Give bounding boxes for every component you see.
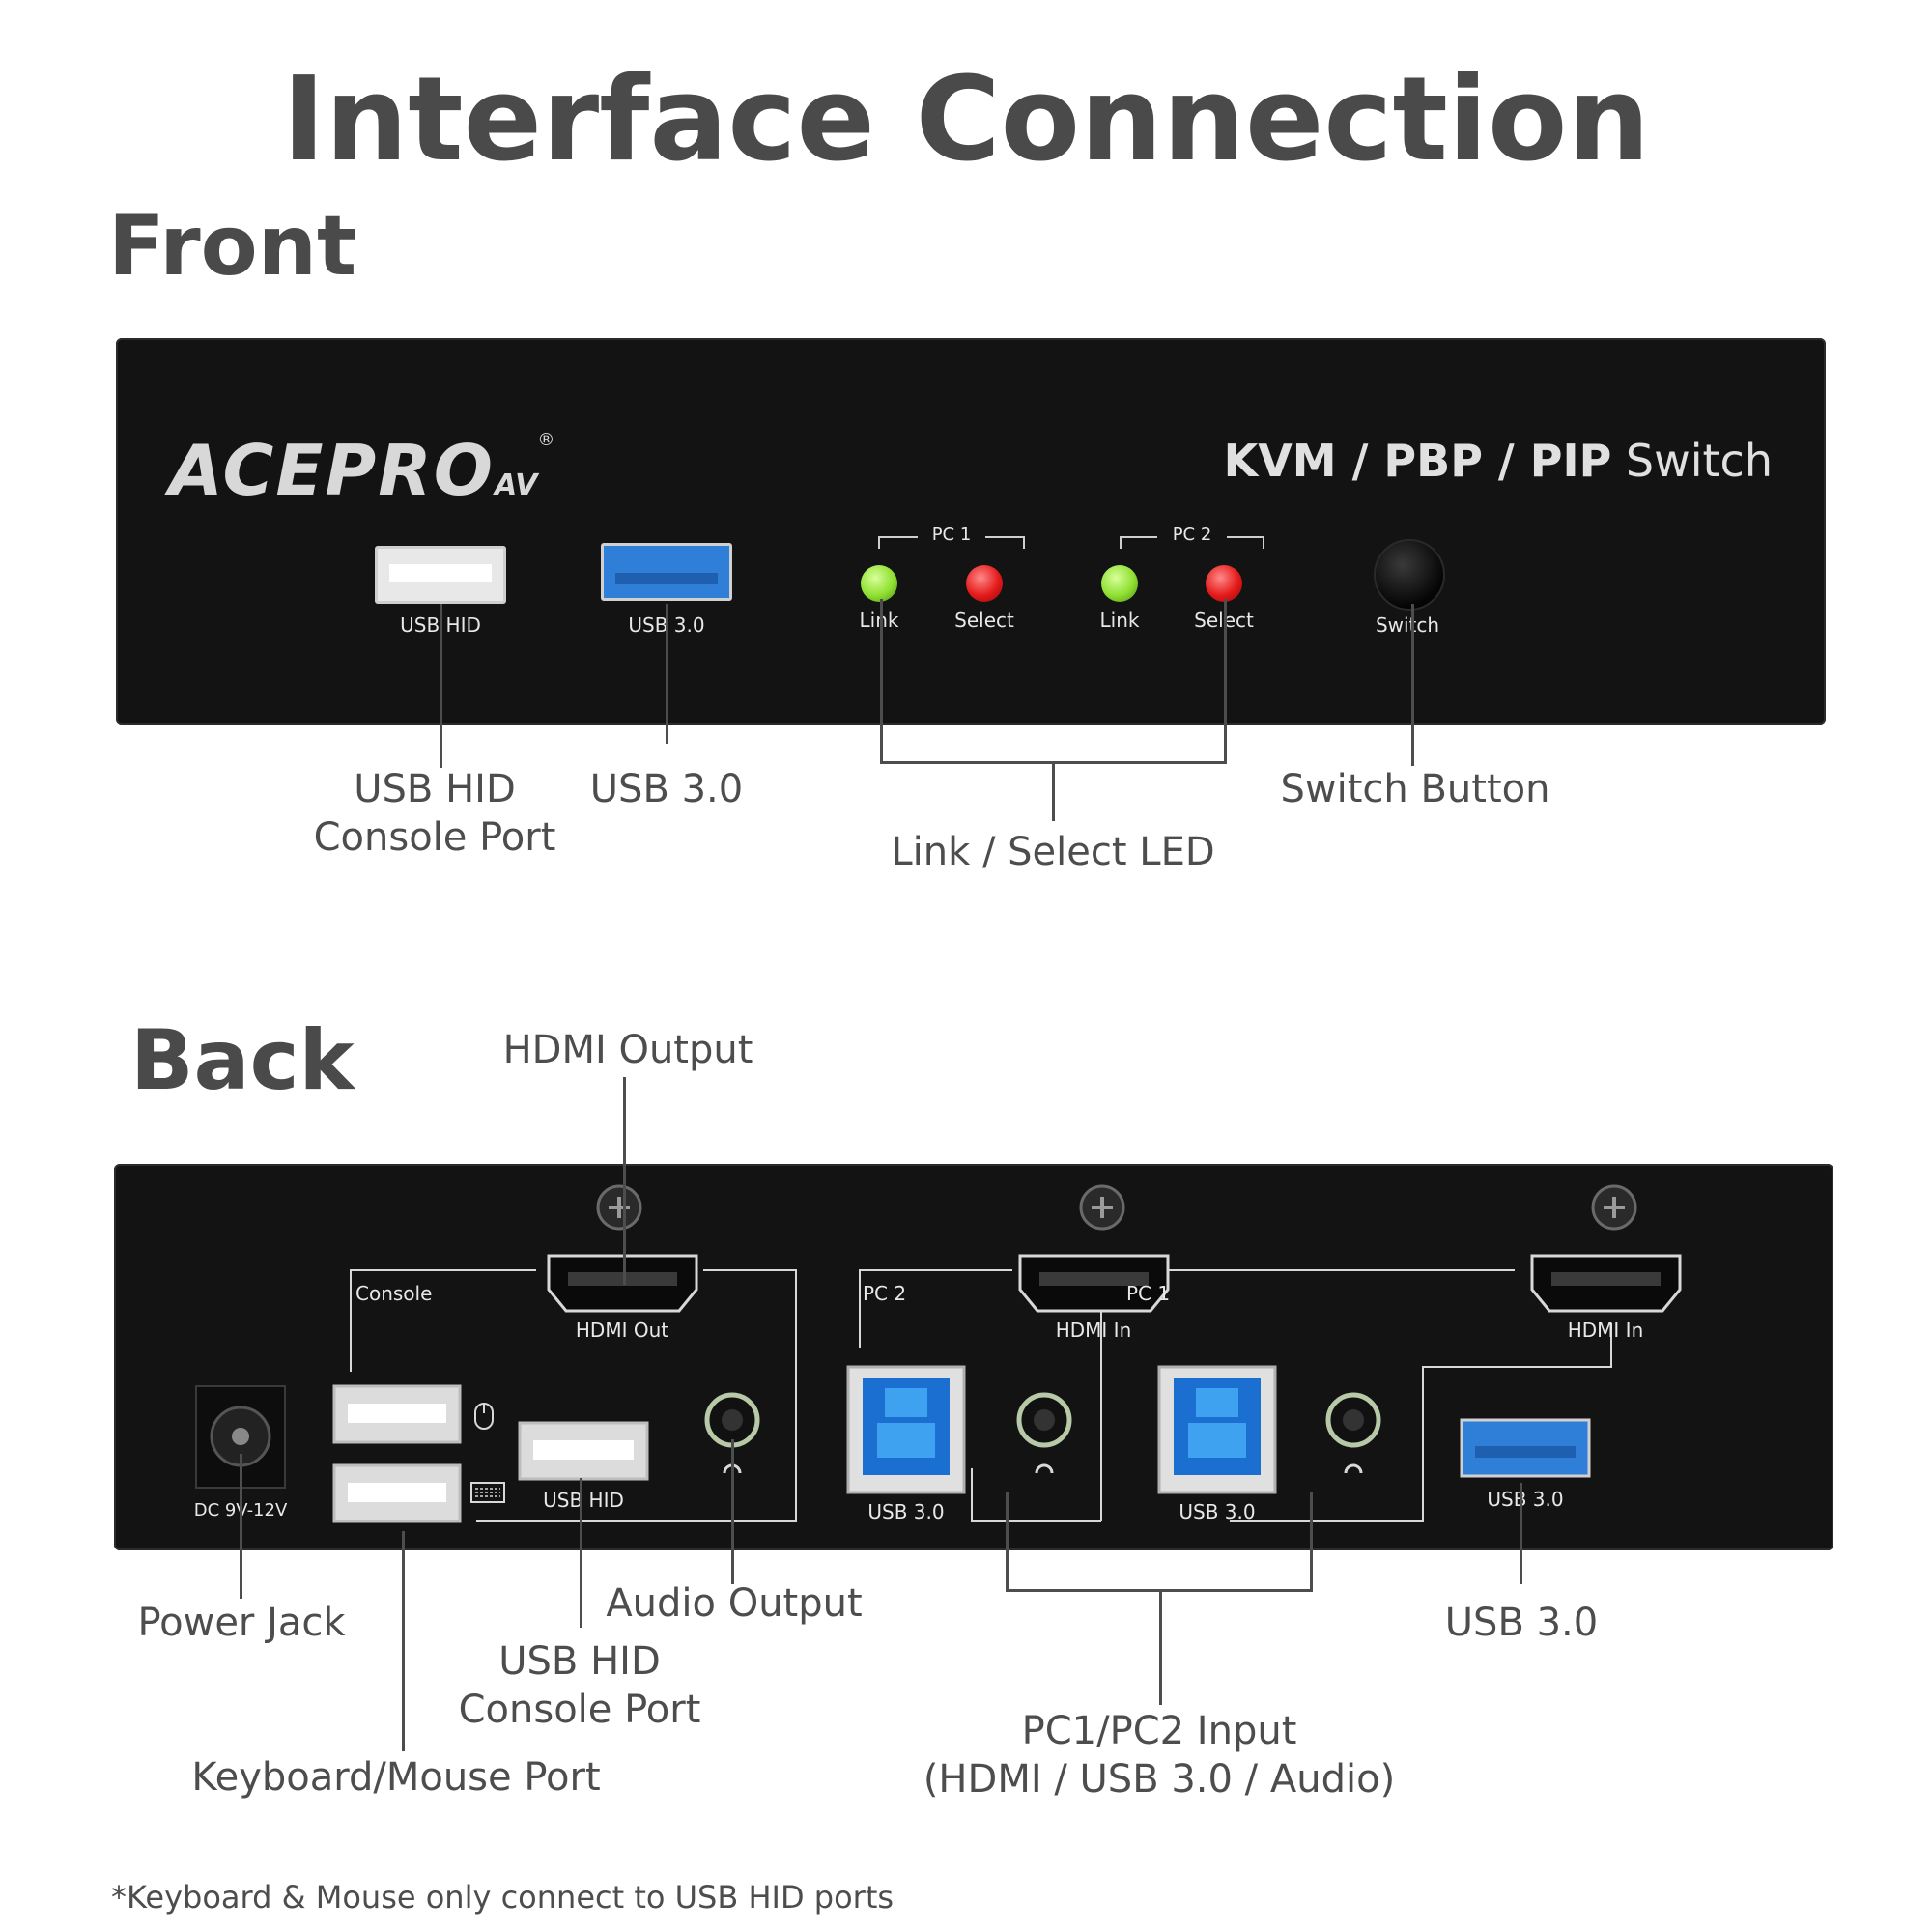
callout-pc-input-line2: (HDMI / USB 3.0 / Audio) bbox=[923, 1757, 1396, 1802]
keyboard-icon bbox=[470, 1482, 505, 1503]
back-hdmi-in-pc1-label: HDMI In bbox=[1567, 1319, 1644, 1342]
front-heading: Front bbox=[108, 198, 357, 295]
power-jack-leader bbox=[240, 1454, 242, 1599]
front-usb-hid-port[interactable] bbox=[375, 546, 506, 604]
callout-front-led: Link / Select LED bbox=[891, 830, 1215, 874]
brand-reg: ® bbox=[537, 430, 555, 450]
callout-front-usb3: USB 3.0 bbox=[589, 767, 744, 811]
brand-name: ACEPRO bbox=[169, 430, 495, 511]
switch-label: Switch bbox=[1375, 613, 1440, 637]
brand-suffix: AV bbox=[494, 469, 538, 502]
pc-input-leader-stem bbox=[1159, 1591, 1162, 1705]
callout-pc-input: PC1/PC2 Input (HDMI / USB 3.0 / Audio) bbox=[918, 1707, 1401, 1804]
back-usb3-pc2-label: USB 3.0 bbox=[867, 1500, 945, 1523]
callout-back-usb3: USB 3.0 bbox=[1444, 1601, 1599, 1645]
front-pc1-label: PC 1 bbox=[931, 525, 972, 545]
back-panel: Console HDMI Out PC 2 HDMI In PC 1 HDMI … bbox=[114, 1164, 1833, 1550]
pc2-link-led bbox=[1101, 565, 1138, 602]
callout-keyboard-mouse: Keyboard/Mouse Port bbox=[191, 1755, 601, 1800]
front-panel: ACEPROAV® KVM / PBP / PIP Switch USB HID… bbox=[116, 338, 1826, 724]
pc1-link-label: Link bbox=[859, 609, 899, 632]
front-usb-hid-leader bbox=[440, 604, 442, 768]
callout-back-usb-hid-line2: Console Port bbox=[458, 1688, 701, 1732]
front-led-leader-bar bbox=[880, 761, 1227, 764]
callout-power-jack: Power Jack bbox=[137, 1601, 346, 1645]
pc2-select-label: Select bbox=[1176, 609, 1272, 632]
audio-output-leader bbox=[731, 1439, 734, 1584]
back-hdmi-in-pc2-label: HDMI In bbox=[1055, 1319, 1132, 1342]
back-usb3-leader bbox=[1520, 1483, 1522, 1584]
callout-front-usb-hid: USB HID Console Port bbox=[290, 765, 580, 862]
model-bold: KVM / PBP / PIP bbox=[1223, 435, 1612, 487]
model-label: KVM / PBP / PIP Switch bbox=[1224, 435, 1773, 487]
front-usb3-port[interactable] bbox=[601, 543, 732, 601]
switch-button[interactable] bbox=[1374, 539, 1445, 611]
callout-audio-output: Audio Output bbox=[606, 1581, 863, 1626]
back-heading: Back bbox=[130, 1012, 355, 1109]
pc-input-leader-bar bbox=[1006, 1589, 1313, 1592]
callout-pc-input-line1: PC1/PC2 Input bbox=[1021, 1709, 1297, 1753]
front-led-leader-stem bbox=[1052, 763, 1055, 821]
back-panel-graphics bbox=[195, 1184, 1682, 1523]
back-usb-hid-label: USB HID bbox=[543, 1489, 624, 1512]
back-pc1-label: PC 1 bbox=[1126, 1282, 1171, 1305]
brand-logo: ACEPROAV ® bbox=[169, 430, 554, 511]
pc1-select-label: Select bbox=[954, 609, 1014, 632]
pc-input-leader-right bbox=[1310, 1492, 1313, 1591]
hdmi-output-leader bbox=[623, 1077, 626, 1285]
back-hdmi-out-label: HDMI Out bbox=[575, 1319, 669, 1342]
pc1-link-led bbox=[861, 565, 897, 602]
callout-front-switch: Switch Button bbox=[1280, 767, 1550, 811]
pc1-select-led bbox=[966, 565, 1003, 602]
front-led-leader-right bbox=[1224, 599, 1227, 763]
callout-back-usb-hid: USB HID Console Port bbox=[425, 1637, 734, 1734]
screw-icon bbox=[596, 1184, 1637, 1231]
callout-front-usb-hid-line2: Console Port bbox=[313, 815, 556, 860]
front-led-brackets bbox=[878, 536, 1264, 549]
callout-front-usb-hid-line1: USB HID bbox=[354, 767, 516, 811]
callout-back-hdmi-output: HDMI Output bbox=[502, 1028, 753, 1072]
keyboard-mouse-leader bbox=[402, 1531, 405, 1751]
front-led-leader-left bbox=[880, 599, 883, 763]
callout-back-usb-hid-line1: USB HID bbox=[498, 1639, 661, 1684]
audio-jack[interactable] bbox=[704, 1392, 1381, 1448]
model-light: Switch bbox=[1625, 435, 1773, 487]
front-usb3-leader bbox=[666, 604, 668, 744]
footnote: *Keyboard & Mouse only connect to USB HI… bbox=[111, 1879, 895, 1916]
back-usb3-label: USB 3.0 bbox=[1487, 1488, 1564, 1511]
back-pc2-label: PC 2 bbox=[863, 1282, 907, 1305]
pc2-link-label: Link bbox=[1099, 609, 1140, 632]
usb-hid-back-leader bbox=[580, 1478, 582, 1628]
mouse-icon bbox=[474, 1403, 494, 1430]
front-switch-leader bbox=[1411, 604, 1414, 766]
front-pc2-label: PC 2 bbox=[1172, 525, 1212, 545]
pc-input-leader-left bbox=[1006, 1492, 1009, 1591]
back-console-label: Console bbox=[355, 1282, 433, 1305]
page-title: Interface Connection bbox=[282, 53, 1650, 187]
back-usb3-pc1-label: USB 3.0 bbox=[1179, 1500, 1256, 1523]
pc2-select-led bbox=[1206, 565, 1242, 602]
